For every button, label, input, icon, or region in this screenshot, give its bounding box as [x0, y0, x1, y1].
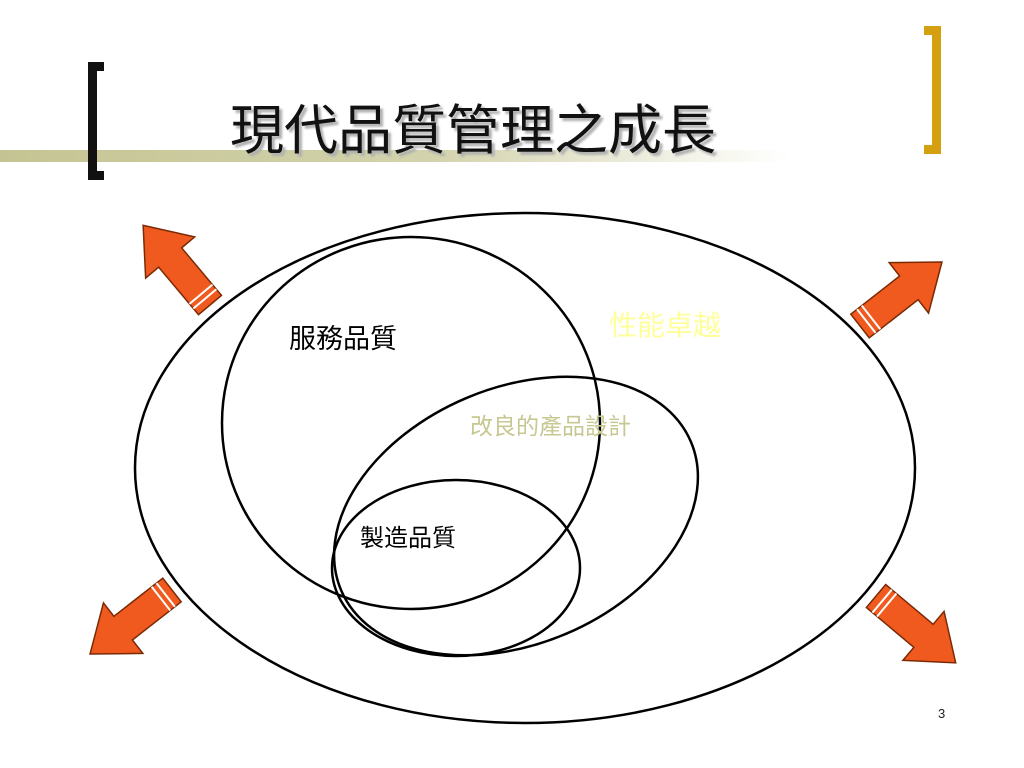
label-performance-excellence: 性能卓越: [609, 309, 722, 342]
label-improved-product-design: 改良的產品設計: [470, 414, 631, 440]
arrow-down-right-icon: [854, 570, 977, 689]
label-manufacturing-quality: 製造品質: [360, 524, 456, 552]
manufacturing-quality-ellipse: [330, 478, 582, 658]
page-number: 3: [938, 706, 946, 721]
service-quality-ellipse: [220, 235, 602, 611]
right-bracket-decoration: [924, 26, 941, 154]
title-underline-bar: [0, 150, 790, 162]
slide-title: 現代品質管理之成長: [230, 99, 716, 162]
arrow-up-left-icon: [117, 204, 236, 327]
left-bracket-decoration: [88, 62, 104, 180]
outer-ellipse-performance: [133, 211, 917, 725]
product-design-ellipse: [332, 375, 700, 657]
arrow-up-right-icon: [839, 236, 963, 352]
label-service-quality: 服務品質: [289, 324, 397, 355]
arrow-down-left-icon: [69, 564, 193, 680]
